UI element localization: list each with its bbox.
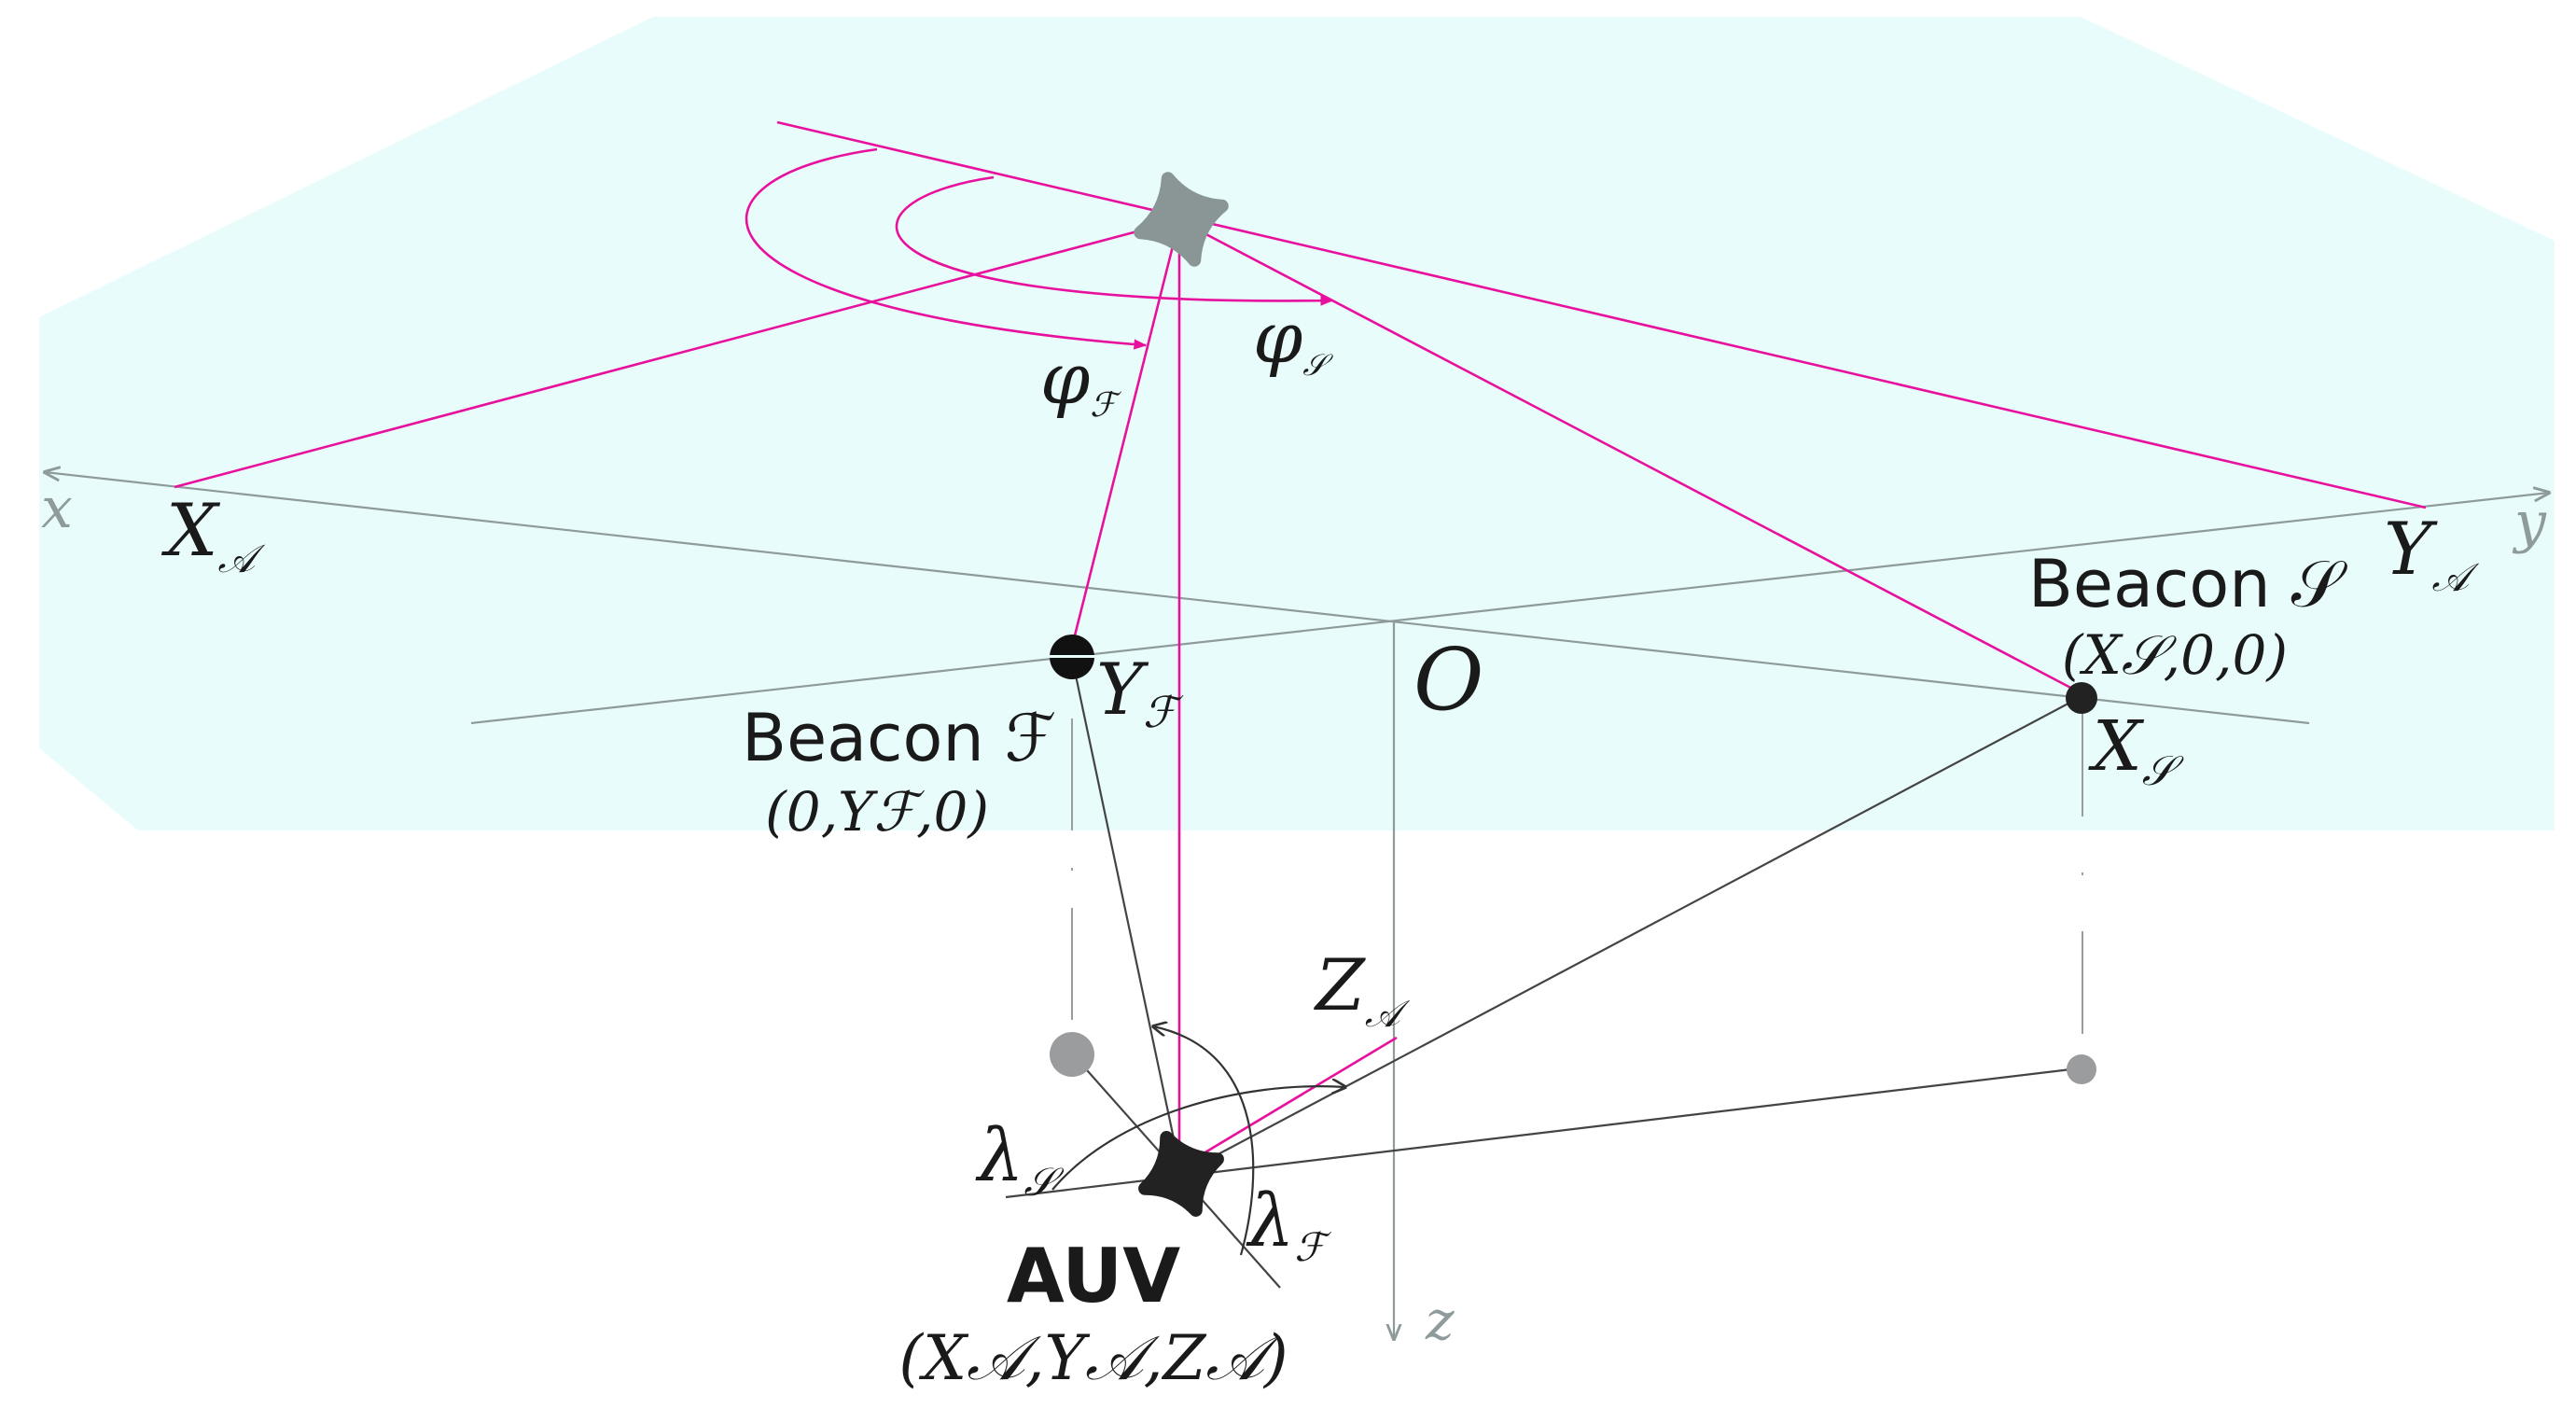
auv-title: AUV [1007,1233,1180,1319]
beacon-s-projection-ghost [2067,1054,2096,1084]
ya-label-main: Y [2384,508,2438,592]
phi-f-label-main: φ [1040,337,1090,420]
lambda-s-arc [1051,1086,1345,1191]
auv-to-beacon-s-line [1180,697,2080,1175]
beacon-f-axis-label-main: Y [1096,648,1149,731]
auv-coords: (X𝒜,Y𝒜,Z𝒜) [898,1322,1288,1394]
auv-to-za-line [1184,1036,1398,1166]
beacon-s-marker [2066,682,2097,714]
phi-f-arc [745,147,1148,350]
lambda-s-label-main: λ [975,1114,1023,1198]
y-axis-label: y [2512,490,2547,555]
origin-label: O [1413,630,1483,730]
za-label: Z𝒜 [1314,943,1411,1036]
y-axis [470,493,2549,725]
buoy-to-beacon-f-line [1070,219,1181,648]
lambda-f-arc [1153,1026,1255,1256]
phi-s-label: φ𝒮 [1253,296,1333,383]
beacon-f-projection-ghost [1050,1032,1094,1077]
coordinate-axes [45,472,2549,1339]
lambda-f-label-sub: ℱ [1294,1224,1331,1270]
beacon-s-axis-label-main: X [2088,706,2145,787]
beacon-f-title: Beacon ℱ [742,700,1056,776]
water-surface-plane [39,17,2555,830]
auv-icon [1138,1131,1224,1217]
phi-s-arc [895,175,1334,306]
phi-f-label: φℱ [1040,337,1121,425]
surface-buoy-icon [1134,172,1229,267]
beacon-f-coords: (0,Yℱ,0) [765,780,989,844]
beacon-s-coords: (X𝒮,0,0) [2062,623,2288,687]
auv-to-beacon-f-line [1070,657,1183,1175]
x-axis [45,472,2310,725]
surface-buoy-top-ray [776,120,2427,509]
beacon-f-marker-line [1049,655,1095,658]
x-axis-label: x [41,476,73,541]
lambda-s-label-sub: 𝒮 [1023,1159,1064,1205]
lambda-f-label: λℱ [1246,1179,1331,1270]
buoy-to-xa-line [174,218,1180,489]
surface-projection-lines [174,120,2427,1166]
za-label-sub: 𝒜 [1365,993,1411,1036]
z-axis-label: z [1425,1289,1455,1352]
xa-label-main: X [160,489,221,573]
lambda-f-label-main: λ [1246,1179,1294,1263]
lambda-s-label: λ𝒮 [975,1114,1064,1205]
phi-s-label-main: φ [1253,296,1302,379]
beacon-s-title: Beacon 𝒮 [2028,546,2348,622]
za-label-main: Z [1314,943,1366,1026]
